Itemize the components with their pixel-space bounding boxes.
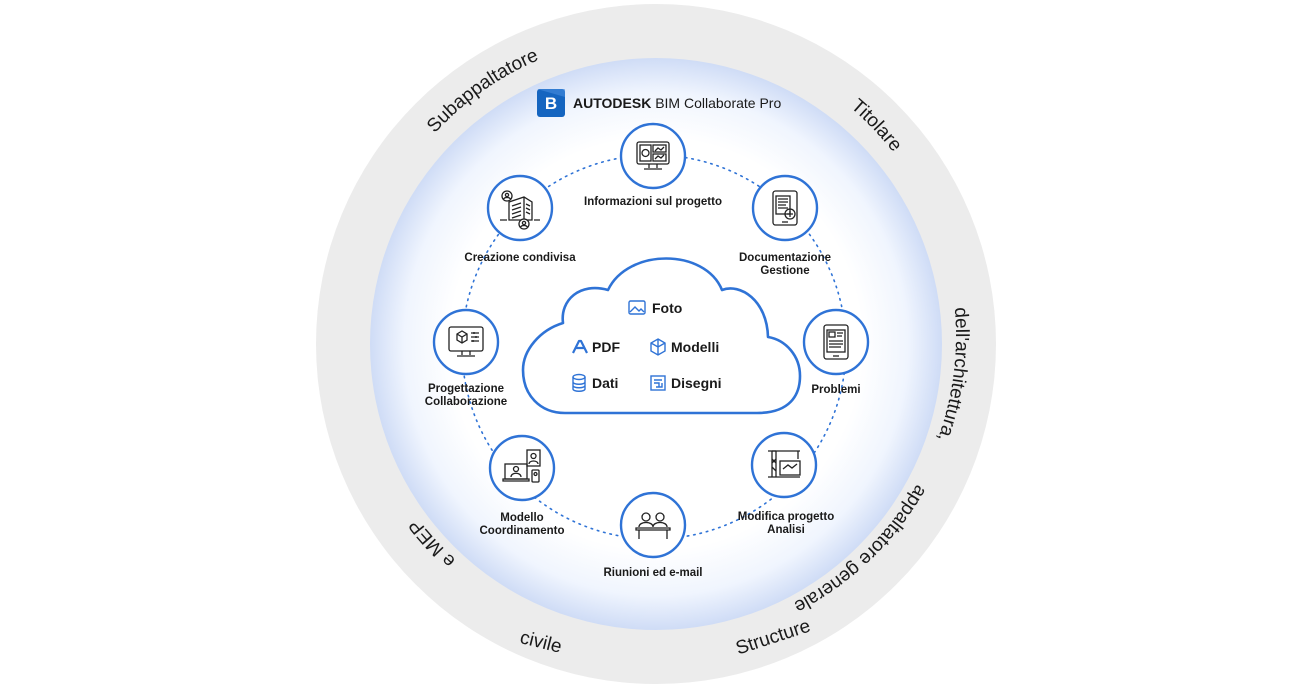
cloud-item-pdf: PDF — [572, 339, 620, 355]
tablet-checklist-icon — [823, 324, 849, 360]
construction-crane-icon — [768, 450, 801, 478]
svg-text:Modelli: Modelli — [671, 339, 719, 355]
photo-icon — [628, 300, 646, 315]
svg-text:Foto: Foto — [652, 300, 682, 316]
drawing-sheet-icon — [650, 375, 666, 391]
node-meetings: Riunioni ed e-mail — [603, 491, 703, 579]
cloud-outline — [521, 257, 802, 415]
brand-company: AUTODESK — [573, 95, 651, 111]
brand-logo-icon — [537, 89, 565, 117]
laptop-people-icon — [502, 449, 541, 483]
node-label: Progettazione — [428, 383, 504, 395]
cloud-item-data: Dati — [572, 373, 618, 392]
svg-text:Disegni: Disegni — [671, 375, 722, 391]
node-label: Coordinamento — [480, 525, 565, 537]
node-label: Gestione — [760, 265, 809, 277]
node-label: Riunioni ed e-mail — [603, 567, 702, 579]
cloud-item-photo: Foto — [628, 300, 682, 316]
node-circle — [488, 434, 556, 502]
node-issues: Problemi — [802, 308, 870, 396]
node-circle — [432, 308, 500, 376]
cloud-item-drawings: Disegni — [650, 375, 722, 391]
monitor-cube-icon — [448, 326, 484, 357]
cloud-item-models: Modelli — [650, 338, 719, 356]
node-label: Informazioni sul progetto — [584, 196, 722, 208]
node-label: Collaborazione — [425, 396, 507, 408]
model-cube-icon — [650, 338, 666, 356]
svg-text:Dati: Dati — [592, 375, 618, 391]
node-label: Analisi — [767, 524, 805, 536]
brand-product: BIM Collaborate Pro — [655, 95, 781, 111]
node-label: Modifica progetto — [738, 511, 834, 523]
building-people-icon — [500, 190, 540, 230]
database-icon — [572, 373, 586, 392]
pdf-icon — [572, 339, 588, 354]
svg-text:AUTODESK BIM Col: AUTODESK BIM Collaborate Pro — [573, 95, 781, 111]
node-label: Problemi — [811, 384, 860, 396]
node-circle — [802, 308, 870, 376]
monitor-dashboard-icon — [636, 141, 670, 170]
workflow-nodes: Informazioni sul progettoDocumentazioneG… — [425, 122, 870, 579]
brand-header: B AUTODESK BIM Collaborate Pro — [537, 89, 781, 117]
node-label: Documentazione — [739, 252, 831, 264]
meeting-people-icon — [635, 512, 671, 539]
node-info: Informazioni sul progetto — [584, 122, 722, 208]
svg-text:PDF: PDF — [592, 339, 620, 355]
brand-logo-letter: B — [545, 94, 557, 113]
node-circle — [750, 431, 818, 499]
node-shared: Creazione condivisa — [464, 174, 576, 264]
tablet-document-icon — [772, 190, 798, 226]
cloud: Foto PDF Modelli Dati Disegni — [521, 257, 802, 415]
node-label: Creazione condivisa — [464, 252, 576, 264]
node-label: Modello — [500, 512, 543, 524]
